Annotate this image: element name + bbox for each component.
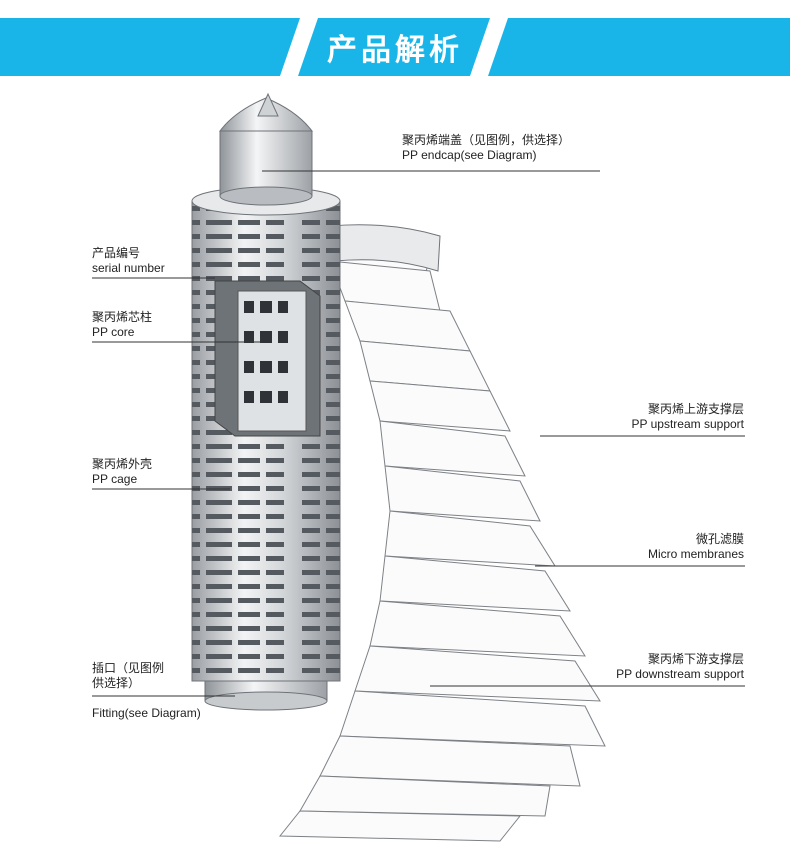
label-pp-downstream-support: 聚丙烯下游支撑层 PP downstream support <box>616 652 744 681</box>
label-pp-core: 聚丙烯芯柱 PP core <box>92 310 153 339</box>
label-micro-membranes: 微孔滤膜 Micro membranes <box>647 532 744 561</box>
label-pp-upstream-support: 聚丙烯上游支撑层 PP upstream support <box>631 402 744 431</box>
leader-lines <box>92 170 745 697</box>
upstream-support-band <box>329 224 441 272</box>
label-pp-cage: 聚丙烯外壳 PP cage <box>92 457 153 486</box>
label-pp-endcap: 聚丙烯端盖（见图例，供选择） PP endcap(see Diagram) <box>402 133 571 162</box>
label-serial-number: 产品编号 serial number <box>92 246 165 275</box>
filter-cartridge-diagram: 聚丙烯端盖（见图例，供选择） PP endcap(see Diagram) 产品… <box>0 76 790 855</box>
banner-title: 产品解析 <box>327 34 463 67</box>
label-fitting: 插口（见图例 供选择） Fitting(see Diagram) <box>92 661 201 720</box>
header-banner: 产品解析 <box>0 18 790 76</box>
endcap <box>218 92 314 206</box>
cartridge-body <box>191 186 341 711</box>
cartridge-illustration <box>92 92 745 842</box>
banner-background <box>0 18 790 76</box>
